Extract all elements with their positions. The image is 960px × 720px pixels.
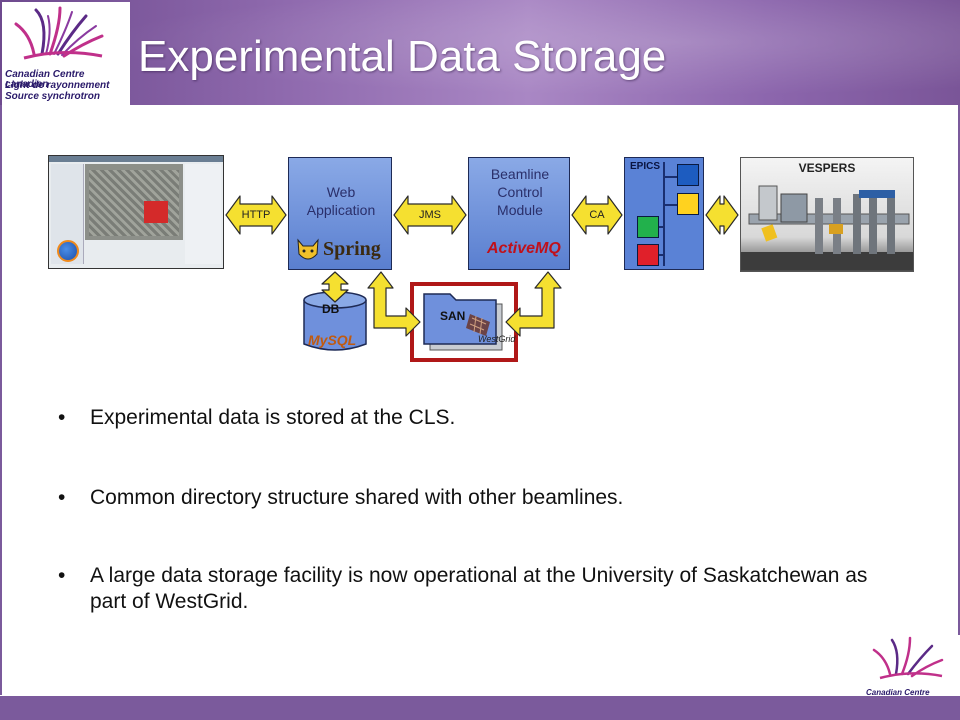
logo-line-1: Canadian Centre canadien — [5, 69, 85, 90]
epics-green-block — [637, 216, 659, 238]
san-folder-icon — [423, 293, 503, 351]
bullet-text-3: A large data storage facility is now ope… — [90, 564, 868, 613]
jms-arrow — [393, 195, 467, 235]
bcm-label-1: Beamline — [490, 166, 550, 182]
http-label: HTTP — [241, 209, 271, 221]
right-border — [958, 105, 960, 635]
beamline-hardware-icon — [741, 185, 913, 270]
tomcat-icon — [297, 238, 319, 260]
connector-arrows — [225, 195, 739, 337]
beamline-control-module-box: Beamline Control Module ActiveMQ — [468, 157, 570, 270]
page-title: Experimental Data Storage — [138, 32, 667, 81]
cls-footer-logo-icon — [872, 636, 944, 680]
san-bcm-arrow — [505, 271, 562, 337]
left-border — [0, 105, 2, 695]
epics-yellow-block — [677, 193, 699, 215]
logo-line-2: Light de rayonnement — [5, 80, 110, 91]
ca-arrow — [571, 195, 623, 235]
bcm-label-2: Control — [497, 184, 543, 200]
web-app-label-2: Application — [306, 202, 376, 218]
epics-blue-block — [677, 164, 699, 186]
activemq-logo: ActiveMQ — [487, 240, 561, 257]
westgrid-logo: WestGrid — [478, 334, 516, 344]
spring-logo: Spring — [323, 238, 381, 260]
jms-label: JMS — [419, 209, 441, 221]
webapp-db-arrow — [321, 271, 349, 303]
logo-line-3: Source synchrotron — [5, 91, 101, 102]
slide-footer-bar — [0, 696, 960, 720]
cls-logo-icon — [14, 6, 104, 60]
webapp-san-arrow — [367, 271, 421, 337]
db-label: DB — [322, 302, 340, 316]
vespers-label: VESPERS — [798, 161, 856, 175]
epics-panel: EPICS — [624, 157, 704, 270]
bcm-label-3: Module — [497, 202, 543, 218]
red-marker — [144, 201, 168, 223]
san-label: SAN — [440, 309, 466, 323]
ca-label: CA — [589, 209, 605, 221]
web-app-label-1: Web — [326, 184, 356, 200]
epics-vespers-arrow — [705, 195, 739, 235]
bullet-text-2: Common directory structure shared with o… — [90, 486, 624, 509]
mysql-logo: MySQL — [308, 332, 357, 348]
vespers-beamline-image: VESPERS — [740, 157, 914, 272]
http-arrow — [225, 195, 287, 235]
database-cylinder — [303, 291, 367, 351]
cls-logo: Canadian Centre canadien Light de rayonn… — [2, 2, 130, 105]
slide-header — [0, 0, 960, 105]
firefox-icon — [57, 240, 79, 262]
bullet-text-1: Experimental data is stored at the CLS. — [90, 406, 456, 429]
epics-label: EPICS — [630, 161, 661, 172]
web-browser-screenshot — [48, 155, 224, 269]
epics-red-block — [637, 244, 659, 266]
web-application-box: Web Application Spring — [288, 157, 392, 270]
